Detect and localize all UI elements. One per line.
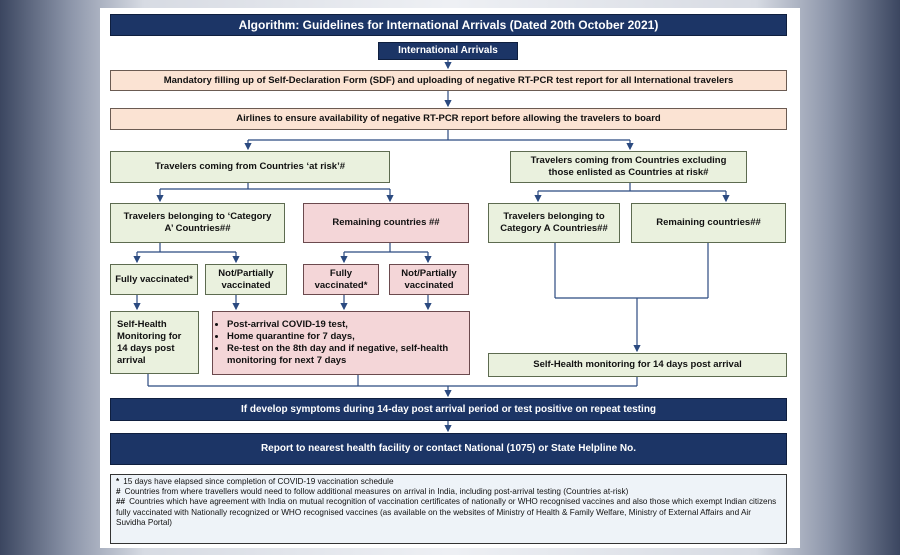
airlines-step: Airlines to ensure availability of negat… — [110, 108, 787, 130]
cat-a-not-vaccinated: Not/Partially vaccinated — [205, 264, 287, 295]
not-at-risk-remaining: Remaining countries## — [631, 203, 786, 243]
at-risk-category-a: Travelers belonging to ‘Category A’ Coun… — [110, 203, 285, 243]
remaining-not-vaccinated: Not/Partially vaccinated — [389, 264, 469, 295]
symptoms-banner: If develop symptoms during 14-day post a… — [110, 398, 787, 421]
post-arrival-measures-box: Post-arrival COVID-19 test, Home quarant… — [212, 311, 470, 375]
sdf-step: Mandatory filling up of Self-Declaration… — [110, 70, 787, 91]
self-health-monitoring-box: Self-Health Monitoring for 14 days post … — [110, 311, 199, 374]
measure-test: Post-arrival COVID-19 test, — [227, 319, 469, 331]
not-at-risk-header: Travelers coming from Countries excludin… — [510, 151, 747, 183]
not-at-risk-category-a: Travelers belonging to Category A Countr… — [488, 203, 620, 243]
footnote-vaccinated: *15 days have elapsed since completion o… — [116, 477, 394, 486]
footnotes: *15 days have elapsed since completion o… — [110, 474, 787, 544]
remaining-fully-vaccinated: Fully vaccinated* — [303, 264, 379, 295]
guidelines-sheet: Algorithm: Guidelines for International … — [100, 8, 800, 548]
report-banner: Report to nearest health facility or con… — [110, 433, 787, 465]
cat-a-fully-vaccinated: Fully vaccinated* — [110, 264, 198, 295]
page-title: Algorithm: Guidelines for International … — [110, 14, 787, 36]
measure-quarantine: Home quarantine for 7 days, — [227, 331, 469, 343]
international-arrivals-node: International Arrivals — [378, 42, 518, 60]
measure-retest: Re-test on the 8th day and if negative, … — [227, 343, 469, 367]
footnote-category-a: ##Countries which have agreement with In… — [116, 497, 777, 527]
flow-connectors — [133, 60, 730, 433]
footnote-at-risk: #Countries from where travellers would n… — [116, 487, 629, 497]
self-health-monitoring-right: Self-Health monitoring for 14 days post … — [488, 353, 787, 377]
at-risk-header: Travelers coming from Countries ‘at risk… — [110, 151, 390, 183]
at-risk-remaining: Remaining countries ## — [303, 203, 469, 243]
